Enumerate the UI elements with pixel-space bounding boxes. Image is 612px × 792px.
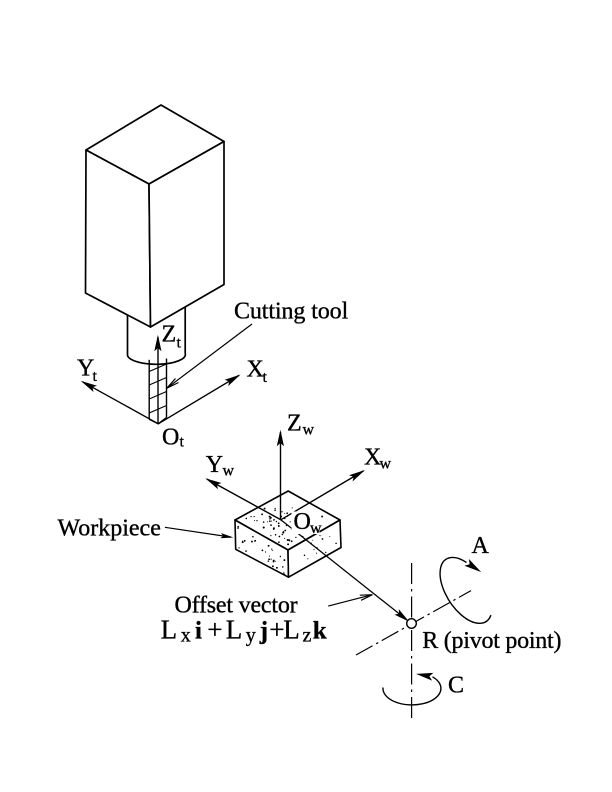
svg-text:L: L [283, 614, 299, 644]
svg-text:Y: Y [206, 452, 223, 478]
svg-text:Workpiece: Workpiece [58, 515, 161, 541]
svg-text:w: w [303, 422, 315, 439]
svg-text:O: O [294, 509, 311, 535]
svg-text:+: + [207, 614, 222, 644]
svg-text:R (pivot point): R (pivot point) [422, 628, 561, 654]
svg-text:t: t [93, 368, 98, 385]
svg-text:x: x [181, 625, 191, 647]
svg-text:L: L [226, 614, 242, 644]
svg-text:A: A [472, 533, 490, 559]
svg-text:O: O [162, 424, 179, 450]
svg-text:X: X [364, 445, 381, 471]
svg-text:i: i [195, 617, 202, 644]
svg-text:t: t [263, 369, 268, 386]
svg-text:Z: Z [287, 411, 301, 437]
svg-text:C: C [448, 673, 464, 699]
svg-text:Z: Z [162, 322, 176, 348]
svg-text:X: X [247, 357, 264, 383]
svg-text:w: w [380, 456, 392, 473]
svg-text:k: k [313, 617, 327, 644]
svg-text:L: L [161, 614, 177, 644]
svg-text:Y: Y [77, 356, 94, 382]
svg-text:Offset vector: Offset vector [175, 593, 298, 619]
svg-text:y: y [246, 625, 256, 647]
svg-text:z: z [303, 625, 312, 647]
svg-text:Cutting tool: Cutting tool [234, 299, 349, 325]
svg-text:t: t [180, 434, 185, 451]
svg-text:+: + [269, 614, 284, 644]
svg-text:t: t [177, 335, 182, 352]
svg-text:j: j [259, 617, 268, 644]
svg-text:w: w [310, 520, 322, 537]
svg-text:w: w [223, 463, 235, 480]
